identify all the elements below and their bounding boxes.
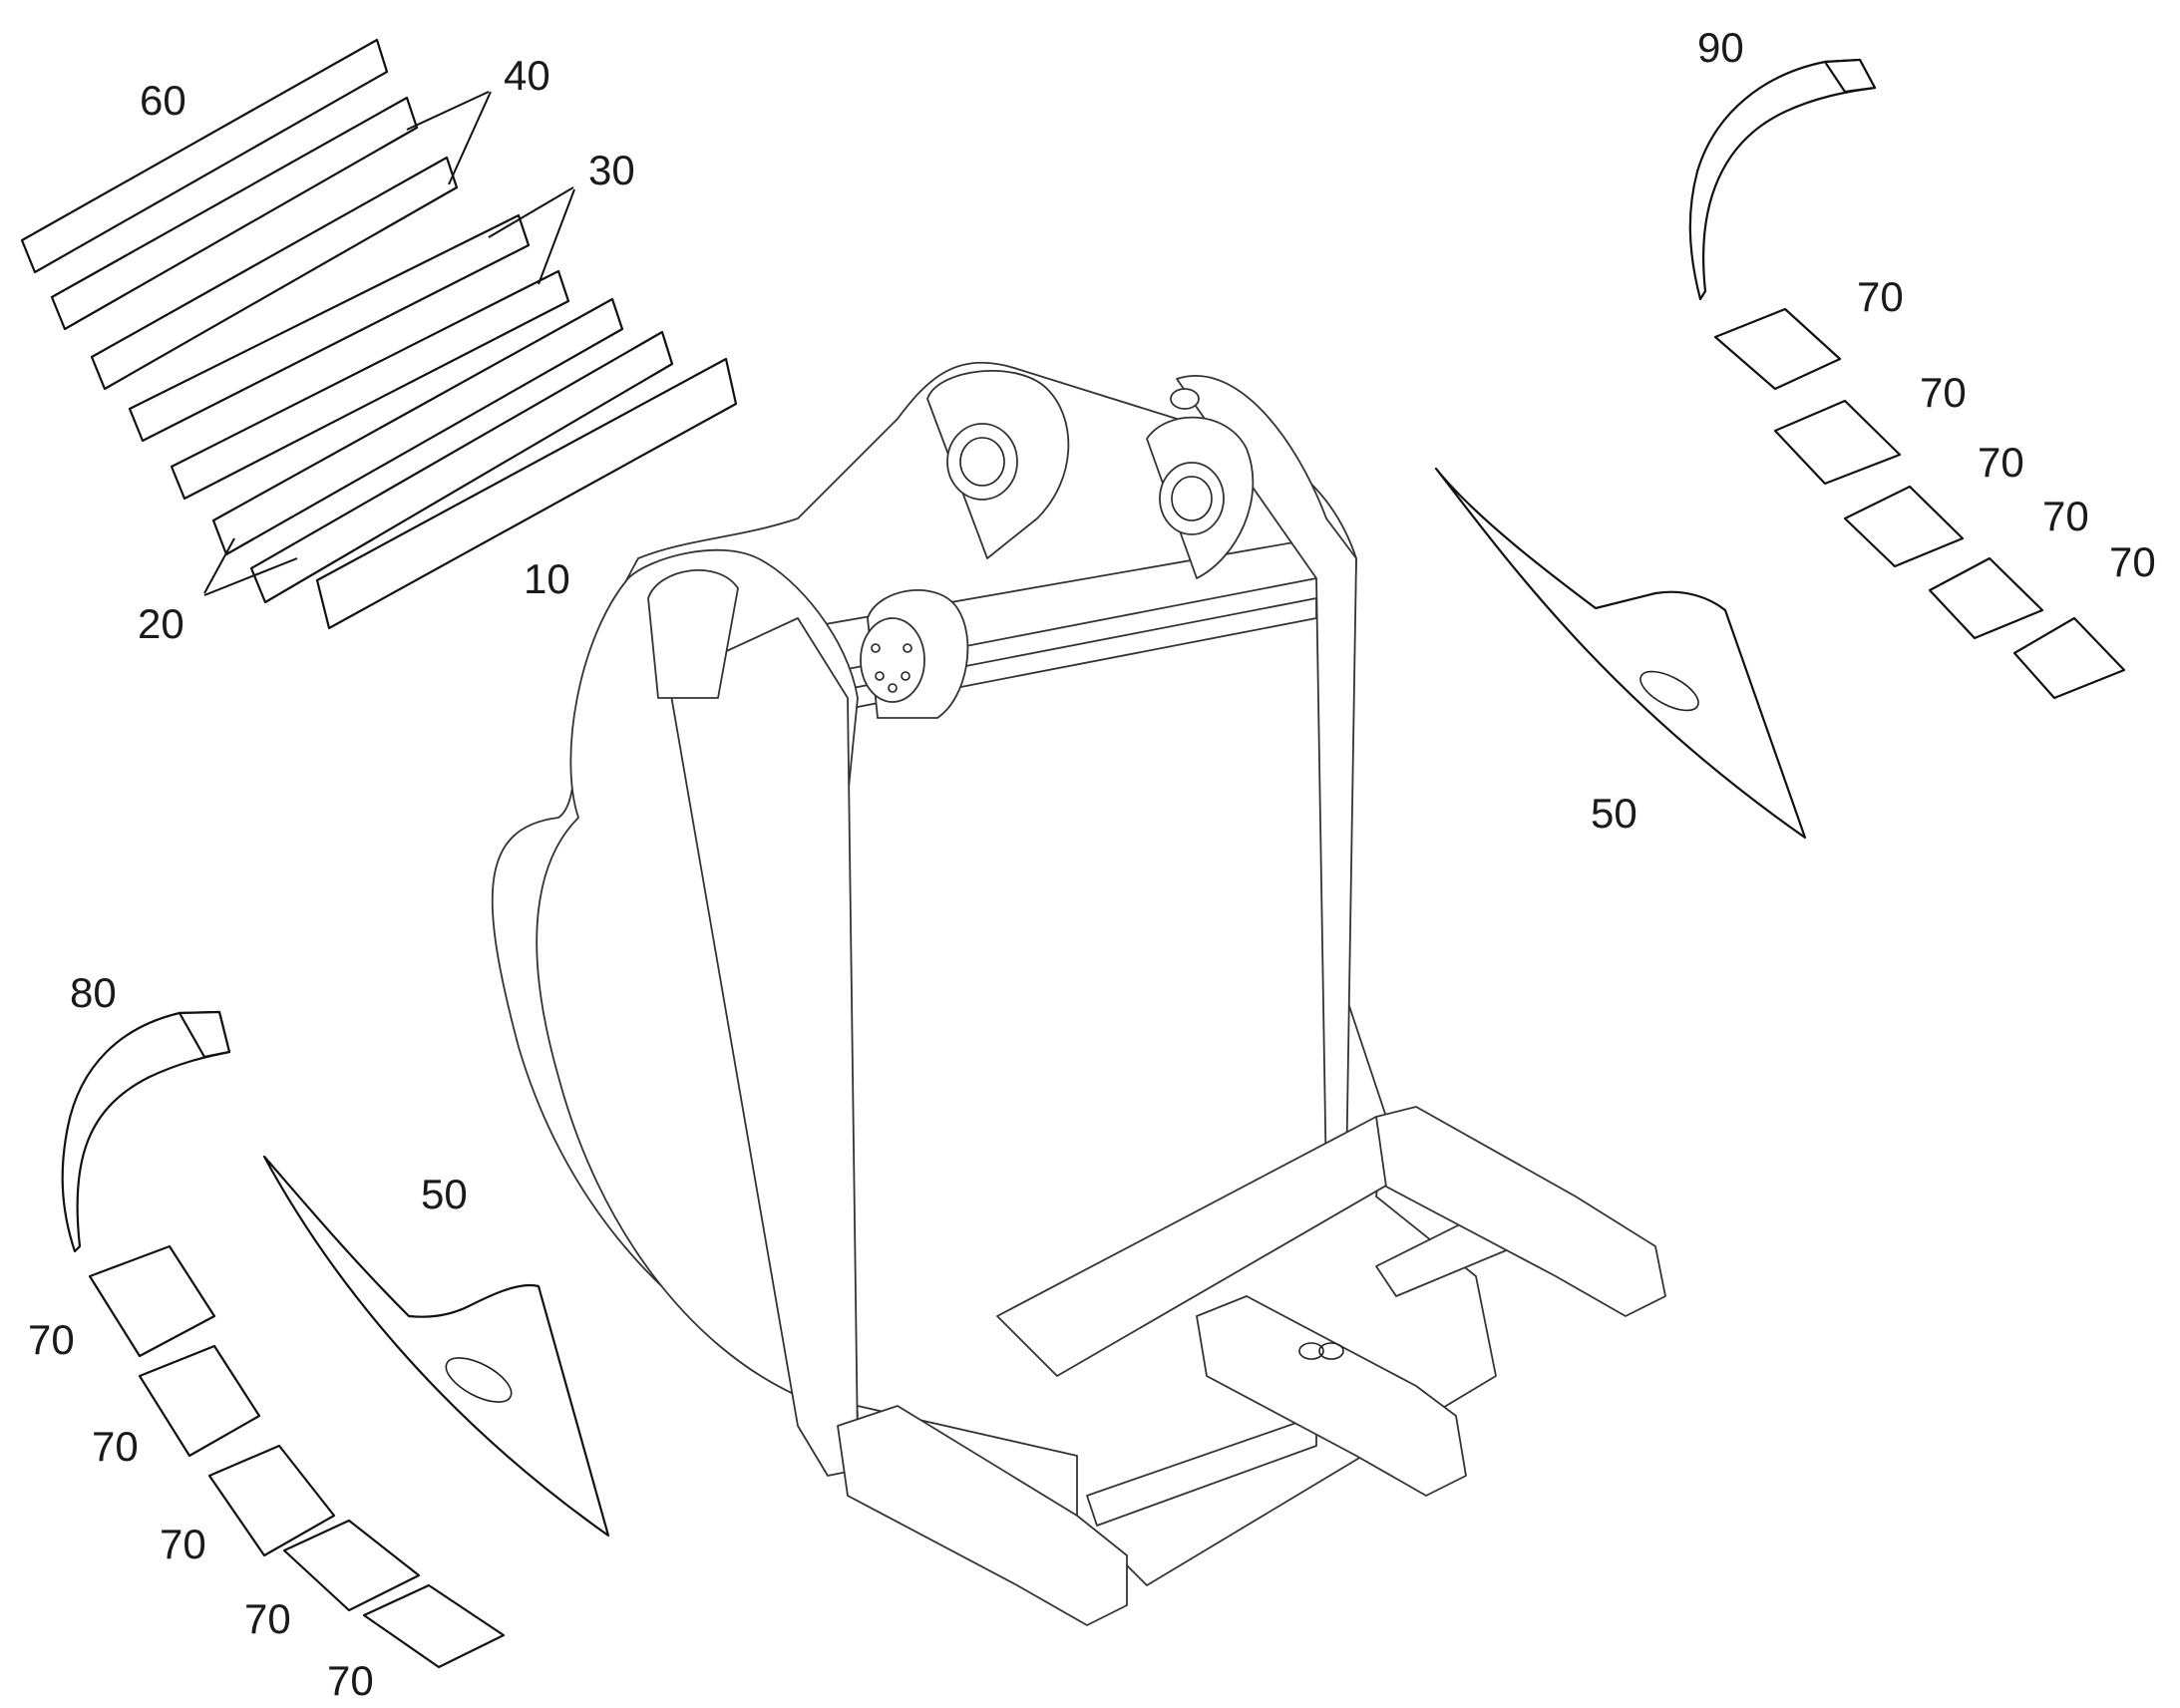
- label-70-l2: 70: [92, 1423, 139, 1470]
- label-40: 40: [504, 52, 550, 99]
- label-70-r4: 70: [2042, 493, 2089, 539]
- wear-block-70-r2: [1773, 399, 1902, 486]
- plate-hole-left: [445, 1357, 513, 1403]
- leader-30a: [488, 186, 574, 238]
- wear-block-70-l3: [207, 1444, 336, 1557]
- label-70-r5: 70: [2109, 538, 2156, 585]
- excavator-bucket: [491, 361, 1666, 1626]
- wear-strip-60: [20, 38, 389, 274]
- wear-strip-40a: [50, 96, 419, 331]
- leader-20a: [203, 537, 235, 594]
- wear-strip-stack: [20, 38, 738, 630]
- wear-strip-20a: [211, 297, 624, 556]
- label-70-l3: 70: [160, 1521, 206, 1567]
- wear-block-70-r3: [1843, 485, 1965, 568]
- label-70-l1: 70: [28, 1316, 75, 1363]
- wear-strip-20b: [249, 330, 674, 604]
- label-30: 30: [588, 147, 635, 193]
- wear-block-70-r5: [2012, 616, 2126, 700]
- wear-strip-40b: [90, 156, 459, 391]
- wear-block-70-l2: [138, 1344, 261, 1458]
- wear-plate-50-left: [262, 1155, 610, 1537]
- label-60: 60: [140, 77, 186, 124]
- label-90: 90: [1697, 24, 1744, 71]
- label-80: 80: [70, 969, 117, 1016]
- wear-strip-10: [315, 357, 738, 630]
- leader-20b: [203, 557, 298, 596]
- right-wear-kit: [1434, 58, 2126, 840]
- label-70-r3: 70: [1978, 439, 2024, 486]
- leader-30b: [538, 188, 575, 285]
- plate-hole-right: [1639, 670, 1699, 712]
- left-wear-kit: [61, 1010, 610, 1669]
- wear-block-70-r1: [1713, 307, 1842, 391]
- label-10: 10: [524, 555, 570, 602]
- wear-plate-50-right: [1434, 467, 1807, 840]
- wear-strip-30a: [128, 213, 531, 443]
- label-50-right: 50: [1591, 790, 1637, 837]
- label-70-l5: 70: [327, 1657, 374, 1704]
- label-70-l4: 70: [244, 1595, 291, 1642]
- wear-block-70-r4: [1928, 556, 2044, 640]
- wear-block-70-l1: [88, 1244, 216, 1358]
- label-20: 20: [138, 600, 184, 647]
- leader-40b: [448, 91, 492, 185]
- wear-block-70-l4: [282, 1519, 421, 1612]
- label-70-r1: 70: [1857, 273, 1904, 320]
- wear-strip-30b: [170, 269, 570, 501]
- label-70-r2: 70: [1920, 369, 1967, 416]
- leader-40a: [406, 91, 490, 131]
- wear-block-70-l5: [362, 1583, 506, 1669]
- label-50-left: 50: [421, 1171, 468, 1217]
- side-cutter-90: [1688, 58, 1877, 301]
